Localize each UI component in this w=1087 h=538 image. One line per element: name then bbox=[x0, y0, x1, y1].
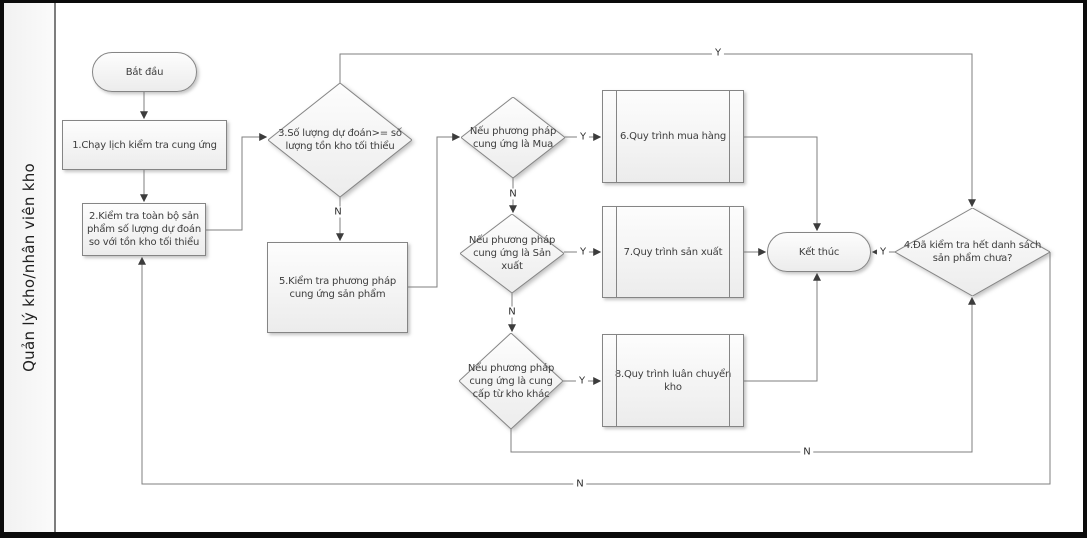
edge-decision4-step2-no bbox=[138, 252, 1051, 485]
edge-label-d4-yes: Y bbox=[876, 246, 890, 258]
node-step2-label: 2.Kiểm tra toàn bộ sản phẩm số lượng dự … bbox=[87, 211, 201, 248]
node-step7[interactable]: 7.Quy trình sản xuất bbox=[602, 206, 744, 298]
edge-label-transfer-no: N bbox=[800, 446, 814, 458]
node-step8-label: 8.Quy trình luân chuyển kho bbox=[614, 368, 732, 393]
edge-step6-end bbox=[744, 136, 821, 232]
node-step2[interactable]: 2.Kiểm tra toàn bộ sản phẩm số lượng dự … bbox=[82, 203, 206, 256]
edge-decisiontransfer-decision4-no bbox=[510, 296, 976, 453]
diamond-shape bbox=[895, 208, 1050, 296]
node-decision-produce-label: Nếu phương pháp cung ứng là Sản xuất bbox=[468, 235, 556, 272]
node-decision-transfer[interactable]: Nếu phương pháp cung ứng là cung cấp từ … bbox=[459, 333, 563, 429]
node-step5-label: 5.Kiểm tra phương pháp cung ứng sản phẩm bbox=[278, 275, 397, 300]
edge-step2-decision3 bbox=[206, 133, 268, 231]
node-start[interactable]: Bắt đầu bbox=[92, 52, 197, 92]
edge-label-d4-no: N bbox=[573, 478, 587, 490]
node-decision4[interactable]: 4.Đã kiểm tra hết danh sách sản phẩm chư… bbox=[895, 208, 1050, 296]
diamond-shape bbox=[268, 83, 412, 197]
edge-decision3-decision4-yes bbox=[339, 53, 976, 208]
node-start-label: Bắt đầu bbox=[125, 66, 164, 78]
diamond-shape bbox=[459, 333, 563, 429]
swimlane-header: Quản lý kho/nhân viên kho bbox=[4, 3, 56, 532]
node-decision4-label: 4.Đã kiểm tra hết danh sách sản phẩm chư… bbox=[903, 240, 1042, 264]
edge-label-produce-yes: Y bbox=[576, 246, 590, 258]
diamond-shape bbox=[460, 214, 564, 293]
node-decision3-label: 3.Số lượng dự đoán>= số lượng tồn kho tố… bbox=[278, 128, 402, 152]
node-decision-produce[interactable]: Nếu phương pháp cung ứng là Sản xuất bbox=[460, 214, 564, 293]
node-end[interactable]: Kết thúc bbox=[767, 232, 871, 272]
swimlane-title: Quản lý kho/nhân viên kho bbox=[20, 163, 38, 372]
node-decision-transfer-label: Nếu phương pháp cung ứng là cung cấp từ … bbox=[467, 362, 555, 400]
edge-label-buy-no: N bbox=[506, 188, 520, 200]
node-step1[interactable]: 1.Chạy lịch kiểm tra cung ứng bbox=[62, 120, 227, 170]
node-decision-buy[interactable]: Nếu phương pháp cung ứng là Mua bbox=[461, 97, 565, 178]
node-step1-label: 1.Chạy lịch kiểm tra cung ứng bbox=[72, 139, 217, 151]
edge-label-buy-yes: Y bbox=[576, 131, 590, 143]
node-decision-buy-label: Nếu phương pháp cung ứng là Mua bbox=[469, 125, 557, 150]
node-decision3[interactable]: 3.Số lượng dự đoán>= số lượng tồn kho tố… bbox=[268, 83, 412, 197]
node-step8[interactable]: 8.Quy trình luân chuyển kho bbox=[602, 334, 744, 427]
node-step6[interactable]: 6.Quy trình mua hàng bbox=[602, 90, 744, 183]
node-step5[interactable]: 5.Kiểm tra phương pháp cung ứng sản phẩm bbox=[267, 242, 408, 333]
diamond-shape bbox=[461, 97, 565, 178]
edge-label-d3-yes: Y bbox=[711, 47, 725, 59]
edge-label-produce-no: N bbox=[505, 306, 519, 318]
edge-step8-end bbox=[744, 272, 821, 382]
node-end-label: Kết thúc bbox=[798, 246, 840, 258]
edge-label-d3-no: N bbox=[331, 206, 345, 218]
node-step6-label: 6.Quy trình mua hàng bbox=[619, 131, 727, 142]
node-step7-label: 7.Quy trình sản xuất bbox=[623, 246, 723, 258]
edge-step5-decisionbuy bbox=[408, 133, 461, 288]
edge-label-transfer-yes: Y bbox=[575, 375, 589, 387]
